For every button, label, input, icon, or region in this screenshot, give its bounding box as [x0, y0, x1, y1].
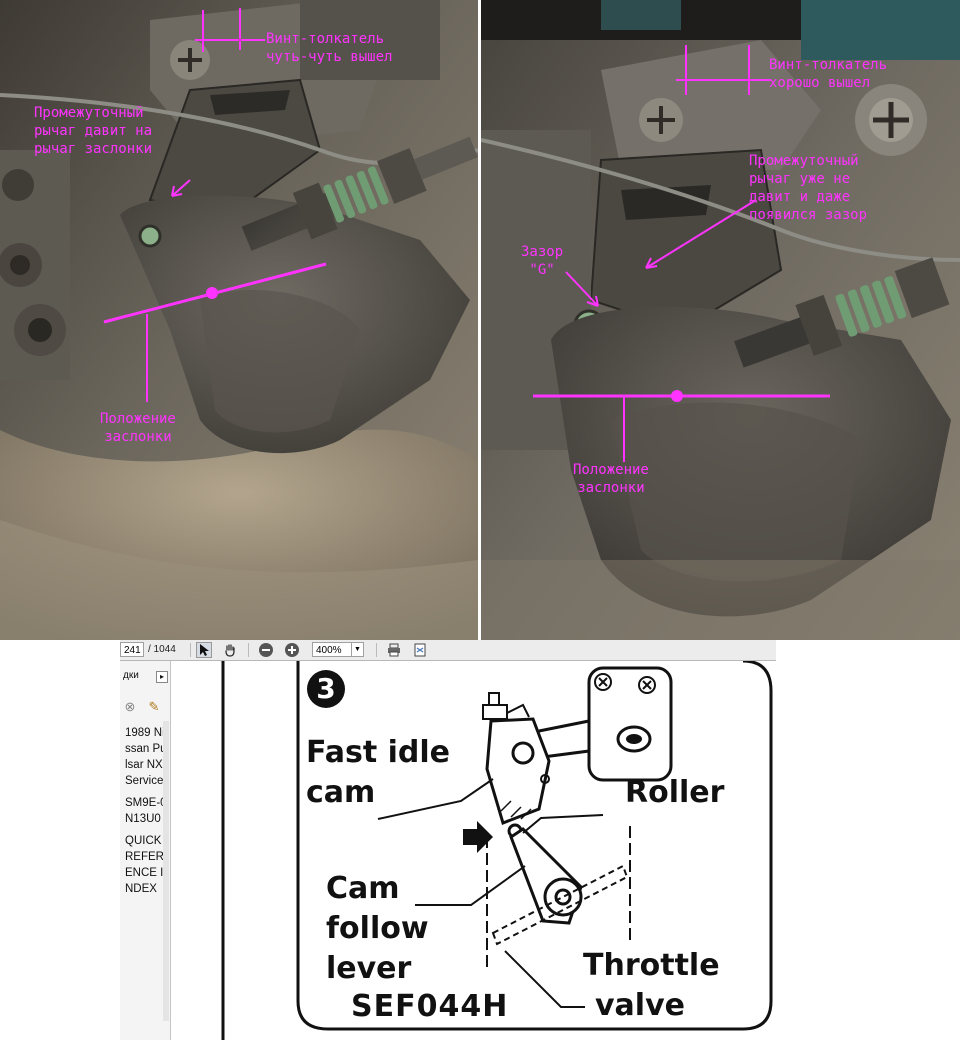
minus-circle-icon	[259, 643, 273, 657]
label-line: valve	[595, 988, 685, 1023]
label-line: Throttle	[583, 948, 720, 983]
label-pusher-screw-left: Винт-толкатель чуть-чуть вышел	[266, 30, 392, 66]
zoom-level-select[interactable]: 400% ▼	[312, 642, 364, 657]
bookmark-properties-icon[interactable]: ✎	[148, 699, 160, 714]
label-line: follow	[326, 911, 429, 946]
label-line: Положение	[100, 411, 176, 427]
bookmark-item[interactable]: SM9E-0N13U0	[125, 797, 167, 825]
toolbar-separator	[376, 643, 377, 657]
delete-bookmark-icon[interactable]: ⊗	[124, 699, 136, 714]
sidebar-options-button[interactable]: ▸	[156, 671, 168, 683]
label-line: "G"	[529, 262, 555, 278]
label-line: появился зазор	[749, 207, 868, 223]
photo-left-throttle-assembly: Винт-толкатель чуть-чуть вышел Промежуто…	[0, 0, 478, 640]
label-roller: Roller	[625, 775, 725, 810]
label-line: рычаг заслонки	[34, 141, 153, 157]
viewer-toolbar: 241 / 1044 400% ▼	[120, 640, 776, 661]
label-line: рычаг уже не	[749, 171, 851, 187]
label-line: рычаг давит на	[34, 123, 153, 139]
bookmark-list: 1989 Nissan Pulsar NX Service SM9E-0N13U…	[125, 725, 169, 903]
label-throttle-position-right: Положение заслонки	[573, 461, 649, 497]
photo-right-throttle-assembly: Винт-толкатель хорошо вышел Промежуточны…	[481, 0, 960, 640]
zoom-out-button[interactable]	[258, 642, 274, 658]
page-number-input[interactable]: 241	[120, 642, 144, 657]
label-throttle-position-left: Положение заслонки	[100, 410, 176, 446]
label-line: Промежуточный	[34, 105, 144, 121]
figure-code: SEF044H	[351, 989, 509, 1024]
fit-page-button[interactable]	[412, 642, 428, 658]
zoom-in-button[interactable]	[284, 642, 300, 658]
label-cam-follow-lever: Cam follow lever	[326, 869, 429, 989]
hand-icon	[225, 644, 235, 657]
print-button[interactable]	[386, 642, 402, 658]
label-line: lever	[326, 951, 412, 986]
service-manual-diagram	[221, 661, 773, 1040]
label-line: Fast idle	[306, 735, 451, 770]
label-line: Винт-толкатель	[769, 57, 888, 73]
photo-right-image	[481, 0, 960, 640]
label-line: Промежуточный	[749, 153, 859, 169]
label-line: cam	[306, 775, 376, 810]
page-total: / 1044	[148, 644, 176, 655]
label-intermediate-lever-right: Промежуточный рычаг уже не давит и даже …	[749, 152, 867, 224]
photo-left-image	[0, 0, 478, 640]
label-line: Cam	[326, 871, 400, 906]
label-line: чуть-чуть вышел	[266, 49, 393, 65]
toolbar-separator	[248, 643, 249, 657]
plus-circle-icon	[285, 643, 299, 657]
label-throttle-valve: Throttle valve	[583, 946, 720, 1026]
triangle-down-icon[interactable]: ▼	[351, 643, 363, 656]
zoom-level-value: 400%	[316, 645, 342, 656]
label-line: давит и даже	[749, 189, 851, 205]
pdf-viewer: 241 / 1044 400% ▼ дки ▸ ⊗ ✎	[120, 640, 776, 1040]
bookmarks-sidebar: дки ▸ ⊗ ✎ 1989 Nissan Pulsar NX Service …	[120, 661, 171, 1040]
sidebar-title: дки	[123, 670, 139, 681]
select-tool-button[interactable]	[196, 642, 212, 658]
sidebar-scrollbar[interactable]	[163, 721, 169, 1021]
label-fast-idle-cam: Fast idle cam	[306, 733, 450, 813]
label-line: Зазор	[521, 244, 564, 260]
hand-tool-button[interactable]	[222, 642, 238, 658]
step-number-badge: 3	[307, 670, 345, 708]
label-intermediate-lever-left: Промежуточный рычаг давит на рычаг засло…	[34, 104, 152, 158]
fit-page-icon	[414, 643, 426, 657]
bookmark-item[interactable]: 1989 Nissan Pulsar NX Service	[125, 727, 167, 787]
label-line: Винт-толкатель	[266, 31, 385, 47]
printer-icon	[388, 643, 400, 657]
toolbar-separator	[190, 643, 191, 657]
label-pusher-screw-right: Винт-толкатель хорошо вышел	[769, 56, 887, 92]
label-gap-g: Зазор "G"	[521, 243, 563, 279]
document-page: 3 Fast idle cam Roller Cam follow lever …	[171, 661, 776, 1040]
label-line: Положение	[573, 462, 649, 478]
label-line: заслонки	[577, 480, 645, 496]
label-line: заслонки	[104, 429, 172, 445]
label-line: хорошо вышел	[769, 75, 871, 91]
arrow-cursor-icon	[200, 644, 209, 656]
bookmark-item[interactable]: QUICK REFERENCE INDEX	[125, 835, 164, 895]
